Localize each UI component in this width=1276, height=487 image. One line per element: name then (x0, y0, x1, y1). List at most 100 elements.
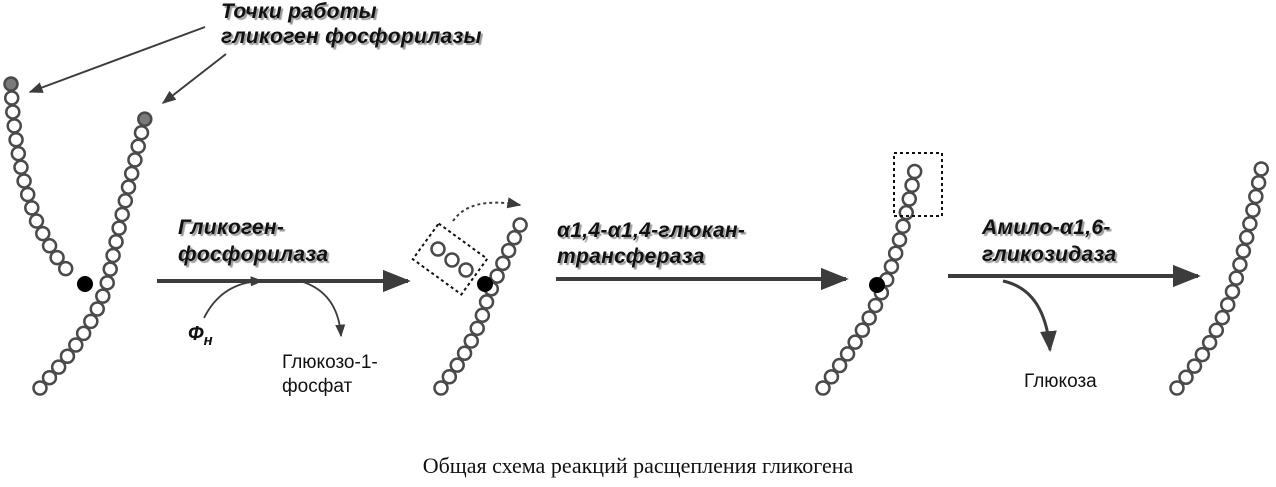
glucose-residue (506, 230, 523, 246)
glucose-residue (441, 369, 458, 385)
glucose-residue (433, 380, 449, 396)
glucose-residue (895, 218, 911, 235)
glucose-residue (463, 333, 480, 349)
glucose-1-phosphate-out-arrow (299, 280, 346, 338)
glucose-residue (1242, 216, 1258, 232)
terminal-residue (3, 76, 19, 92)
phosphate-subscript: н (203, 332, 213, 349)
glucose-residue (57, 260, 74, 277)
glucose-residue (41, 238, 58, 254)
glucose-residue (430, 241, 446, 257)
glucose-residue (1186, 358, 1203, 374)
glucose-residue (906, 163, 923, 180)
glucose-residue (1201, 334, 1218, 351)
glucose-residue (68, 337, 84, 353)
glucose-residue (456, 345, 473, 362)
glucose-residue (59, 348, 76, 364)
glucose-residue (815, 380, 831, 396)
glucose-residue (83, 313, 99, 330)
product-3-glucose: Глюкоза (1024, 371, 1097, 392)
glucose-residue (469, 320, 485, 337)
glucose-residue (32, 380, 48, 396)
glucose-residue (35, 225, 51, 242)
terminal-residue (137, 111, 153, 127)
annotation-arrow-left (28, 26, 206, 93)
glucose-residue (495, 255, 511, 272)
phosphate-symbol: Ф (188, 323, 204, 345)
enzyme-1-line-2: фосфорилаза (178, 243, 329, 266)
glucose-residue (1245, 202, 1261, 218)
figure-caption: Общая схема реакций расщепления гликоген… (422, 453, 854, 478)
glucose-residue (123, 165, 140, 182)
glucose-residue (16, 173, 32, 189)
enzyme-2-line-2: трансфераза (557, 245, 705, 268)
glucose-residue (50, 359, 67, 375)
glucose-residue (3, 90, 20, 106)
annotation-line-1: Точки работы (221, 0, 377, 23)
enzyme-3-line-2: гликозидаза (982, 243, 1117, 266)
glucose-residue (8, 131, 24, 148)
glucose-residue (500, 242, 517, 259)
glucose-residue (831, 357, 848, 374)
glucose-residue (1248, 188, 1264, 205)
branch-point-residue (869, 277, 885, 293)
glucose-residue (6, 118, 22, 134)
glucose-residue (19, 186, 36, 203)
glucose-residue (130, 138, 146, 155)
glucose-residue (5, 104, 21, 120)
glucose-residue (108, 234, 124, 250)
glucose-residue (1214, 309, 1231, 326)
glucose-residue (1208, 322, 1225, 339)
glucose-out-arrow (1002, 279, 1057, 353)
glucose-residue (111, 220, 127, 236)
glucose-residue (117, 193, 134, 209)
glucose-residue (904, 177, 920, 194)
transferred-segment-box (893, 152, 943, 217)
glucose-residue (1238, 229, 1255, 246)
glucose-residue (102, 261, 118, 277)
glucose-residue (1178, 369, 1194, 386)
glucose-residue (444, 252, 460, 268)
glucose-residue (449, 357, 465, 373)
glucose-residue (114, 206, 130, 223)
glucose-residue (1219, 297, 1236, 313)
glucose-residue (867, 297, 884, 314)
glucose-residue (489, 268, 505, 284)
glucose-residue (823, 369, 840, 385)
glucose-residue (1235, 243, 1252, 259)
branch-point-residue (77, 276, 93, 292)
glucose-residue (839, 346, 856, 362)
glucose-residue (474, 307, 491, 324)
glucose-residue (49, 249, 65, 266)
glucose-residue (512, 217, 528, 233)
glucose-residue (1250, 174, 1267, 191)
glucose-residue (133, 124, 150, 141)
glucose-residue (10, 145, 27, 162)
glucose-residue (28, 213, 45, 229)
annotation-arrow-right (161, 53, 227, 104)
glucose-residue (891, 232, 908, 248)
product-1-line-2: фосфат (282, 376, 353, 397)
phosphate-in-arrow (203, 276, 264, 319)
glucose-residue (901, 191, 918, 207)
glucose-residue (1232, 256, 1248, 273)
product-1-line-1: Глюкозо-1- (282, 352, 378, 373)
glucose-residue (41, 369, 58, 386)
transfer-dotted-arrow (452, 197, 522, 222)
glucose-residue (75, 325, 92, 342)
enzyme-1-line-1: Гликоген- (178, 216, 285, 239)
glucose-residue (1194, 346, 1211, 363)
transfer-box-left (411, 222, 489, 296)
branch-point-residue (477, 276, 493, 292)
glucose-residue (898, 204, 915, 221)
enzyme-2-line-1: α1,4-α1,4-глюкан- (557, 219, 746, 242)
glucose-residue (854, 322, 871, 338)
glucose-residue (1228, 270, 1245, 286)
glucose-residue (478, 294, 495, 310)
glucose-residue (458, 262, 474, 278)
glucose-residue (861, 310, 877, 326)
glucose-residue (1253, 161, 1270, 177)
glucose-residue (99, 275, 115, 291)
